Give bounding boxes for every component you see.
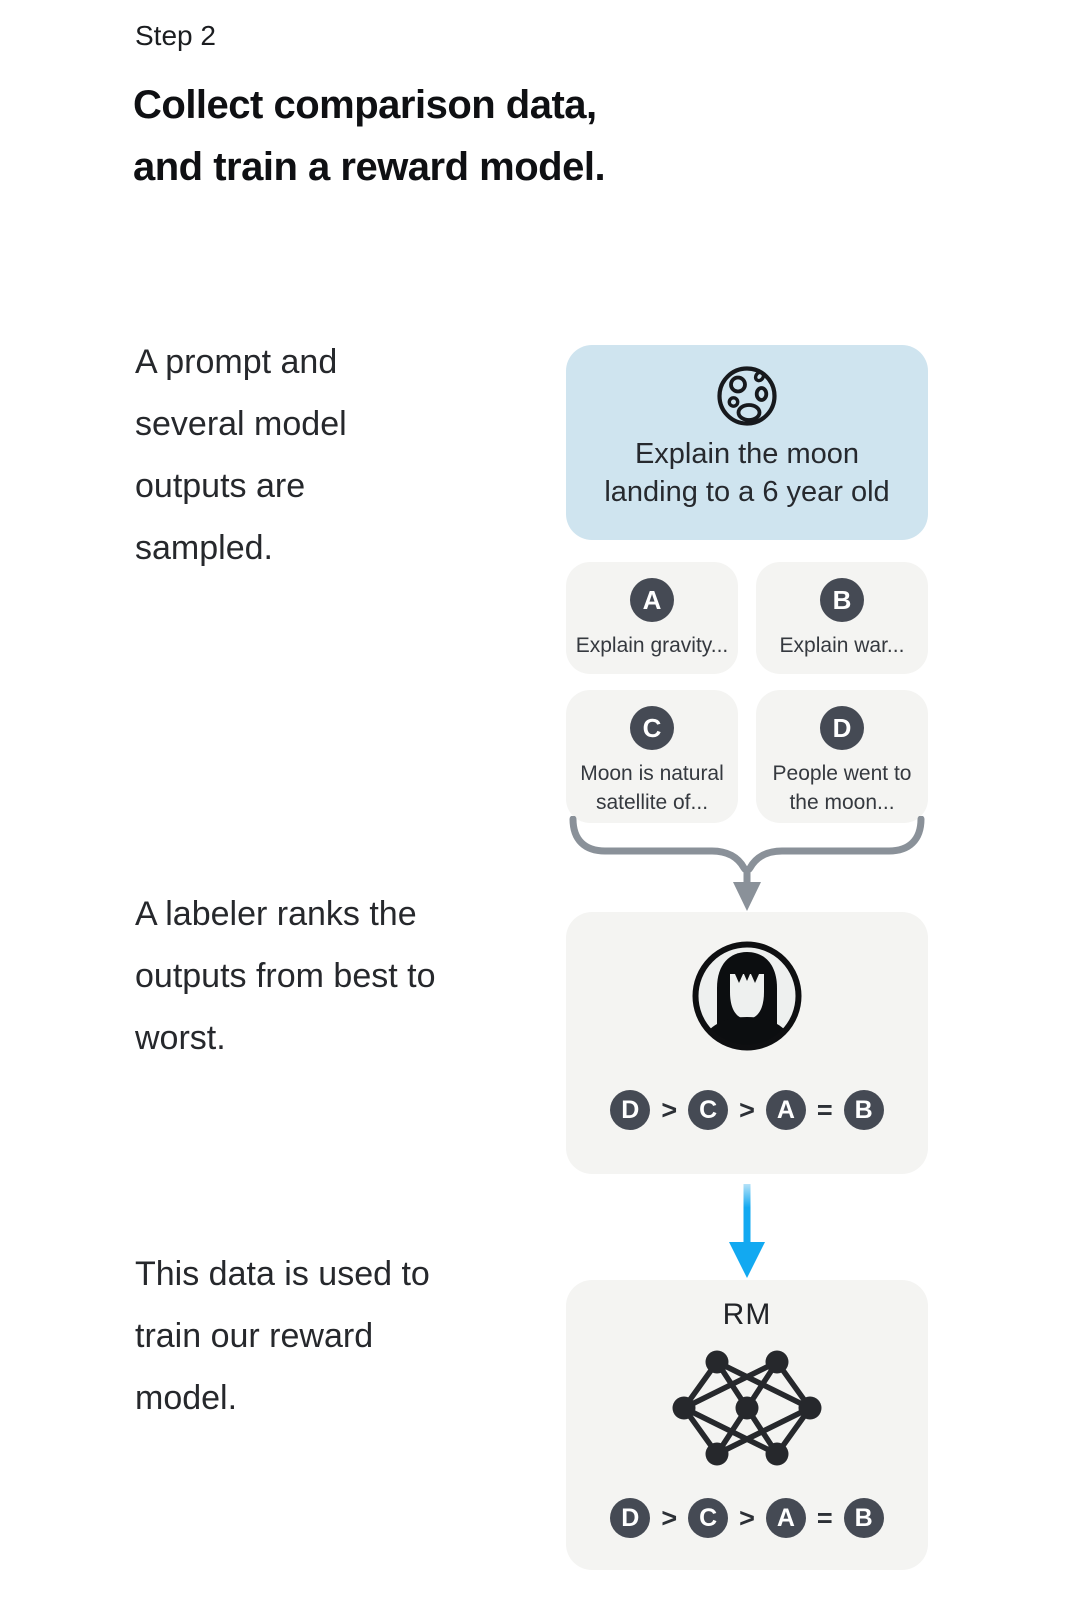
brace-merge-arrow-icon <box>566 815 928 912</box>
blue-down-arrow-icon <box>727 1184 767 1278</box>
rank-badge: D <box>610 1090 651 1130</box>
rank-separator: = <box>816 1502 833 1533</box>
labeler-avatar-icon <box>689 938 805 1054</box>
output-text-b: Explain war... <box>779 634 905 657</box>
reward-model-card: RM <box>566 1280 928 1570</box>
output-badge-a: A <box>630 578 674 622</box>
rank-separator: > <box>739 1502 755 1533</box>
output-card-b: B Explain war... <box>756 562 928 674</box>
output-text-d: People went to the moon... <box>772 762 912 814</box>
labeler-ranking-row: D > C > A = B <box>566 1090 928 1130</box>
caption-ranking: A labeler ranks the outputs from best to… <box>135 895 436 1057</box>
output-text-a: Explain gravity... <box>575 634 729 657</box>
title-line-2: and train a reward model. <box>133 145 606 189</box>
rank-separator: > <box>739 1094 755 1125</box>
moon-icon <box>717 366 777 426</box>
step-label: Step 2 <box>135 20 216 51</box>
caption-sampling: A prompt and several model outputs are s… <box>135 343 347 567</box>
output-badge-c: C <box>630 706 674 750</box>
rm-ranking-row: D > C > A = B <box>566 1498 928 1538</box>
output-card-d: D People went to the moon... <box>756 690 928 823</box>
rank-separator: > <box>661 1502 678 1533</box>
rank-badge: B <box>843 1090 884 1130</box>
prompt-text-line-1: Explain the moon <box>634 438 860 470</box>
rank-badge: C <box>688 1498 729 1538</box>
prompt-card: Explain the moon landing to a 6 year old <box>566 345 928 540</box>
rank-badge: C <box>688 1090 729 1130</box>
caption-training: This data is used to train our reward mo… <box>135 1255 430 1417</box>
reward-model-label: RM <box>722 1298 772 1331</box>
rank-separator: > <box>661 1094 678 1125</box>
rank-badge: B <box>843 1498 884 1538</box>
labeler-card: D > C > A = B <box>566 912 928 1174</box>
output-card-a: A Explain gravity... <box>566 562 738 674</box>
prompt-text: Explain the moon landing to a 6 year old <box>604 435 889 511</box>
page-title: Collect comparison data, and train a rew… <box>133 74 606 198</box>
prompt-text-line-2: landing to a 6 year old <box>604 476 890 508</box>
neural-network-icon <box>672 1346 822 1470</box>
output-badge-d: D <box>820 706 864 750</box>
output-badge-b: B <box>820 578 864 622</box>
rank-separator: = <box>816 1094 833 1125</box>
output-text-c: Moon is natural satellite of... <box>580 762 724 814</box>
rank-badge: A <box>765 1090 806 1130</box>
title-line-1: Collect comparison data, <box>133 83 597 127</box>
rank-badge: A <box>765 1498 806 1538</box>
rank-badge: D <box>610 1498 651 1538</box>
output-card-c: C Moon is natural satellite of... <box>566 690 738 823</box>
